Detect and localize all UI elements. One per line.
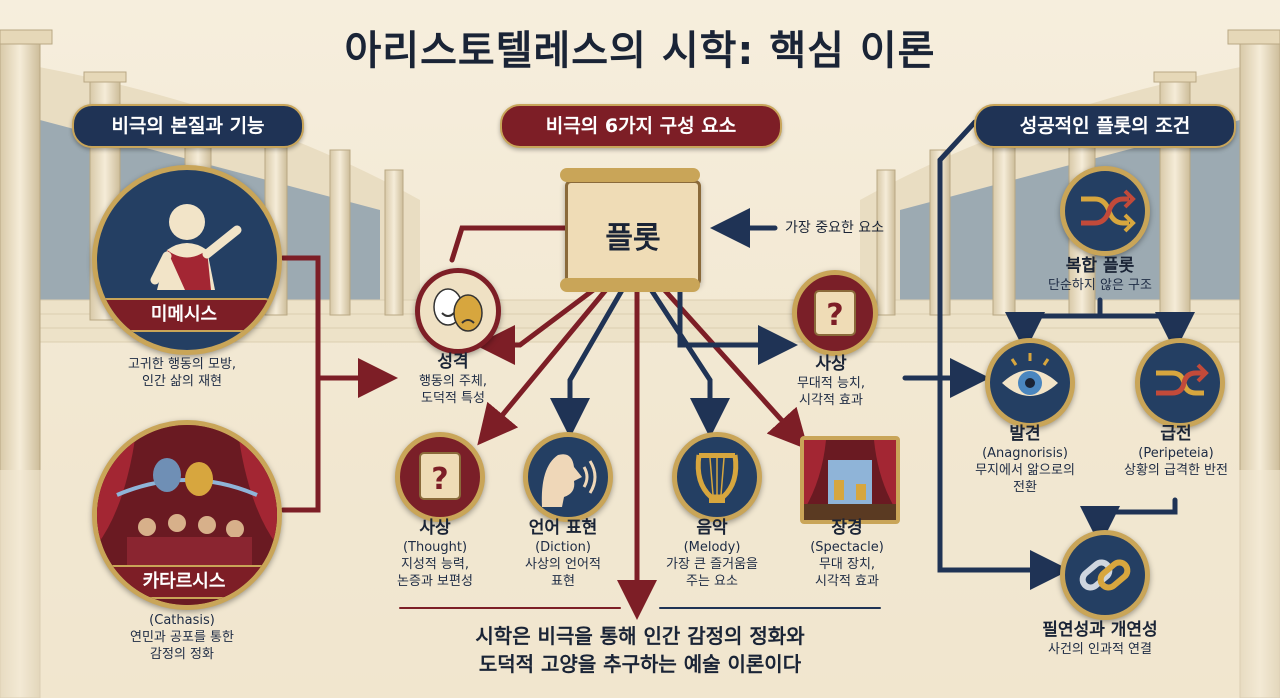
plot-note: 가장 중요한 요소 (785, 220, 885, 236)
conclusion-text: 시학은 비극을 통해 인간 감정의 정화와 도덕적 고양을 추구하는 예술 이론… (440, 622, 840, 678)
catharsis-desc-2: 감정의 정화 (150, 647, 214, 662)
diction-desc-2: 표현 (551, 574, 575, 589)
thought-desc-1: 지성적 능력, (400, 557, 470, 572)
recognition-name: 발견 (1009, 424, 1041, 444)
complex-plot-desc: 단순하지 않은 구조 (1048, 278, 1152, 293)
spectacle-name: 장경 (831, 518, 863, 538)
necessity-desc: 사건의 인과적 연결 (1048, 642, 1152, 657)
recognition-desc-1: 무지에서 앎으로의 (975, 463, 1075, 478)
character-desc-2: 도덕적 특성 (421, 391, 485, 406)
complex-plot-node (1060, 166, 1150, 256)
eye-icon (1002, 353, 1058, 396)
character-node (415, 268, 501, 354)
reversal-label: 급전 (Peripeteia) 상황의 급격한 반전 (1098, 424, 1254, 479)
melody-sub: (Melody) (683, 540, 741, 555)
spectacle-node (800, 436, 900, 524)
diction-node (523, 432, 613, 522)
recognition-label: 발견 (Anagnorisis) 무지에서 앎으로의 전환 (950, 424, 1100, 496)
actor-with-mask-icon (150, 204, 242, 290)
mimesis-banner: 미메시스 (97, 298, 271, 332)
plot-title: 플롯 (605, 221, 661, 256)
question-scroll-icon: ? (814, 290, 856, 336)
mimesis-desc: 고귀한 행동의 모방, 인간 삶의 재현 (82, 356, 282, 390)
svg-text:?: ? (826, 298, 843, 333)
mimesis-desc-1: 고귀한 행동의 모방, (127, 357, 237, 372)
reversal-sub: (Peripeteia) (1138, 446, 1214, 461)
section-essence-pill: 비극의 본질과 기능 (72, 104, 304, 148)
plot-scroll: 플롯 (565, 180, 701, 286)
reversal-node (1135, 338, 1225, 428)
reversal-name: 급전 (1160, 424, 1192, 444)
conclusion-line-2: 도덕적 고양을 추구하는 예술 이론이다 (478, 652, 802, 676)
thought-sub: (Thought) (402, 540, 468, 555)
character-name: 성격 (437, 352, 469, 372)
melody-node (672, 432, 762, 522)
plot-scroll-top-roll (560, 168, 700, 182)
complex-plot-name: 복합 플롯 (1065, 256, 1135, 276)
recognition-sub: (Anagnorisis) (982, 446, 1068, 461)
svg-text:?: ? (431, 462, 448, 497)
melody-label: 음악 (Melody) 가장 큰 즐거움을 주는 요소 (637, 518, 787, 590)
recognition-node (985, 338, 1075, 428)
reversal-arrows-icon (1156, 363, 1209, 396)
thought-right-desc-1: 무대적 능치, (796, 376, 866, 391)
diction-desc-1: 사상의 언어적 (525, 557, 601, 572)
conclusion-line-1: 시학은 비극을 통해 인간 감정의 정화와 (475, 624, 805, 648)
necessity-node (1060, 530, 1150, 620)
melody-desc-2: 주는 요소 (686, 574, 738, 589)
spectacle-sub: (Spectacle) (810, 540, 884, 555)
spectacle-desc-2: 시각적 효과 (815, 574, 879, 589)
diction-name: 언어 표현 (528, 518, 598, 538)
thought-right-label: 사상 무대적 능치, 시각적 효과 (758, 354, 904, 409)
spectacle-label: 장경 (Spectacle) 무대 장치, 시각적 효과 (772, 518, 922, 590)
mimesis-desc-2: 인간 삶의 재현 (141, 374, 223, 389)
comedy-tragedy-masks-icon (433, 288, 483, 332)
shuffle-arrows-icon (1081, 189, 1136, 233)
chain-link-icon (1079, 559, 1131, 591)
lyre-icon (695, 453, 739, 503)
thought-label: 사상 (Thought) 지성적 능력, 논증과 보편성 (362, 518, 508, 590)
spectacle-desc-1: 무대 장치, (818, 557, 876, 572)
diction-label: 언어 표현 (Diction) 사상의 언어적 표현 (490, 518, 636, 590)
character-label: 성격 행동의 주체, 도덕적 특성 (380, 352, 526, 407)
page-title: 아리스토텔레스의 시학: 핵심 이론 (344, 28, 936, 74)
necessity-name: 필연성과 개연성 (1042, 620, 1158, 640)
thought-name: 사상 (419, 518, 451, 538)
stage-icon (804, 440, 896, 520)
section-elements-pill: 비극의 6가지 구성 요소 (500, 104, 782, 148)
melody-name: 음악 (696, 518, 728, 538)
character-desc-1: 행동의 주체, (418, 374, 488, 389)
catharsis-desc-1: 연민과 공포를 통한 (130, 630, 234, 645)
section-plot-conditions-pill: 성공적인 플롯의 조건 (974, 104, 1236, 148)
catharsis-desc: (Cathasis) 연민과 공포를 통한 감정의 정화 (82, 612, 282, 663)
thought-right-node: ? (792, 270, 878, 356)
complex-plot-label: 복합 플롯 단순하지 않은 구조 (1020, 256, 1180, 294)
mimesis-node: 미메시스 (92, 165, 282, 355)
diction-sub: (Diction) (535, 540, 591, 555)
necessity-label: 필연성과 개연성 사건의 인과적 연결 (1010, 620, 1190, 658)
catharsis-banner: 카타르시스 (97, 565, 271, 599)
plot-scroll-bottom-roll (560, 278, 700, 292)
melody-desc-1: 가장 큰 즐거움을 (666, 557, 758, 572)
reversal-desc: 상황의 급격한 반전 (1124, 463, 1228, 478)
question-scroll-icon: ? (419, 452, 461, 500)
thought-right-desc-2: 시각적 효과 (799, 393, 863, 408)
recognition-desc-2: 전환 (1013, 480, 1037, 495)
catharsis-node: 카타르시스 (92, 420, 282, 610)
thought-desc-2: 논증과 보편성 (397, 574, 473, 589)
catharsis-sub: (Cathasis) (149, 613, 215, 628)
thought-right-name: 사상 (815, 354, 847, 374)
thought-node: ? (395, 432, 485, 522)
speaking-face-icon (541, 454, 597, 507)
